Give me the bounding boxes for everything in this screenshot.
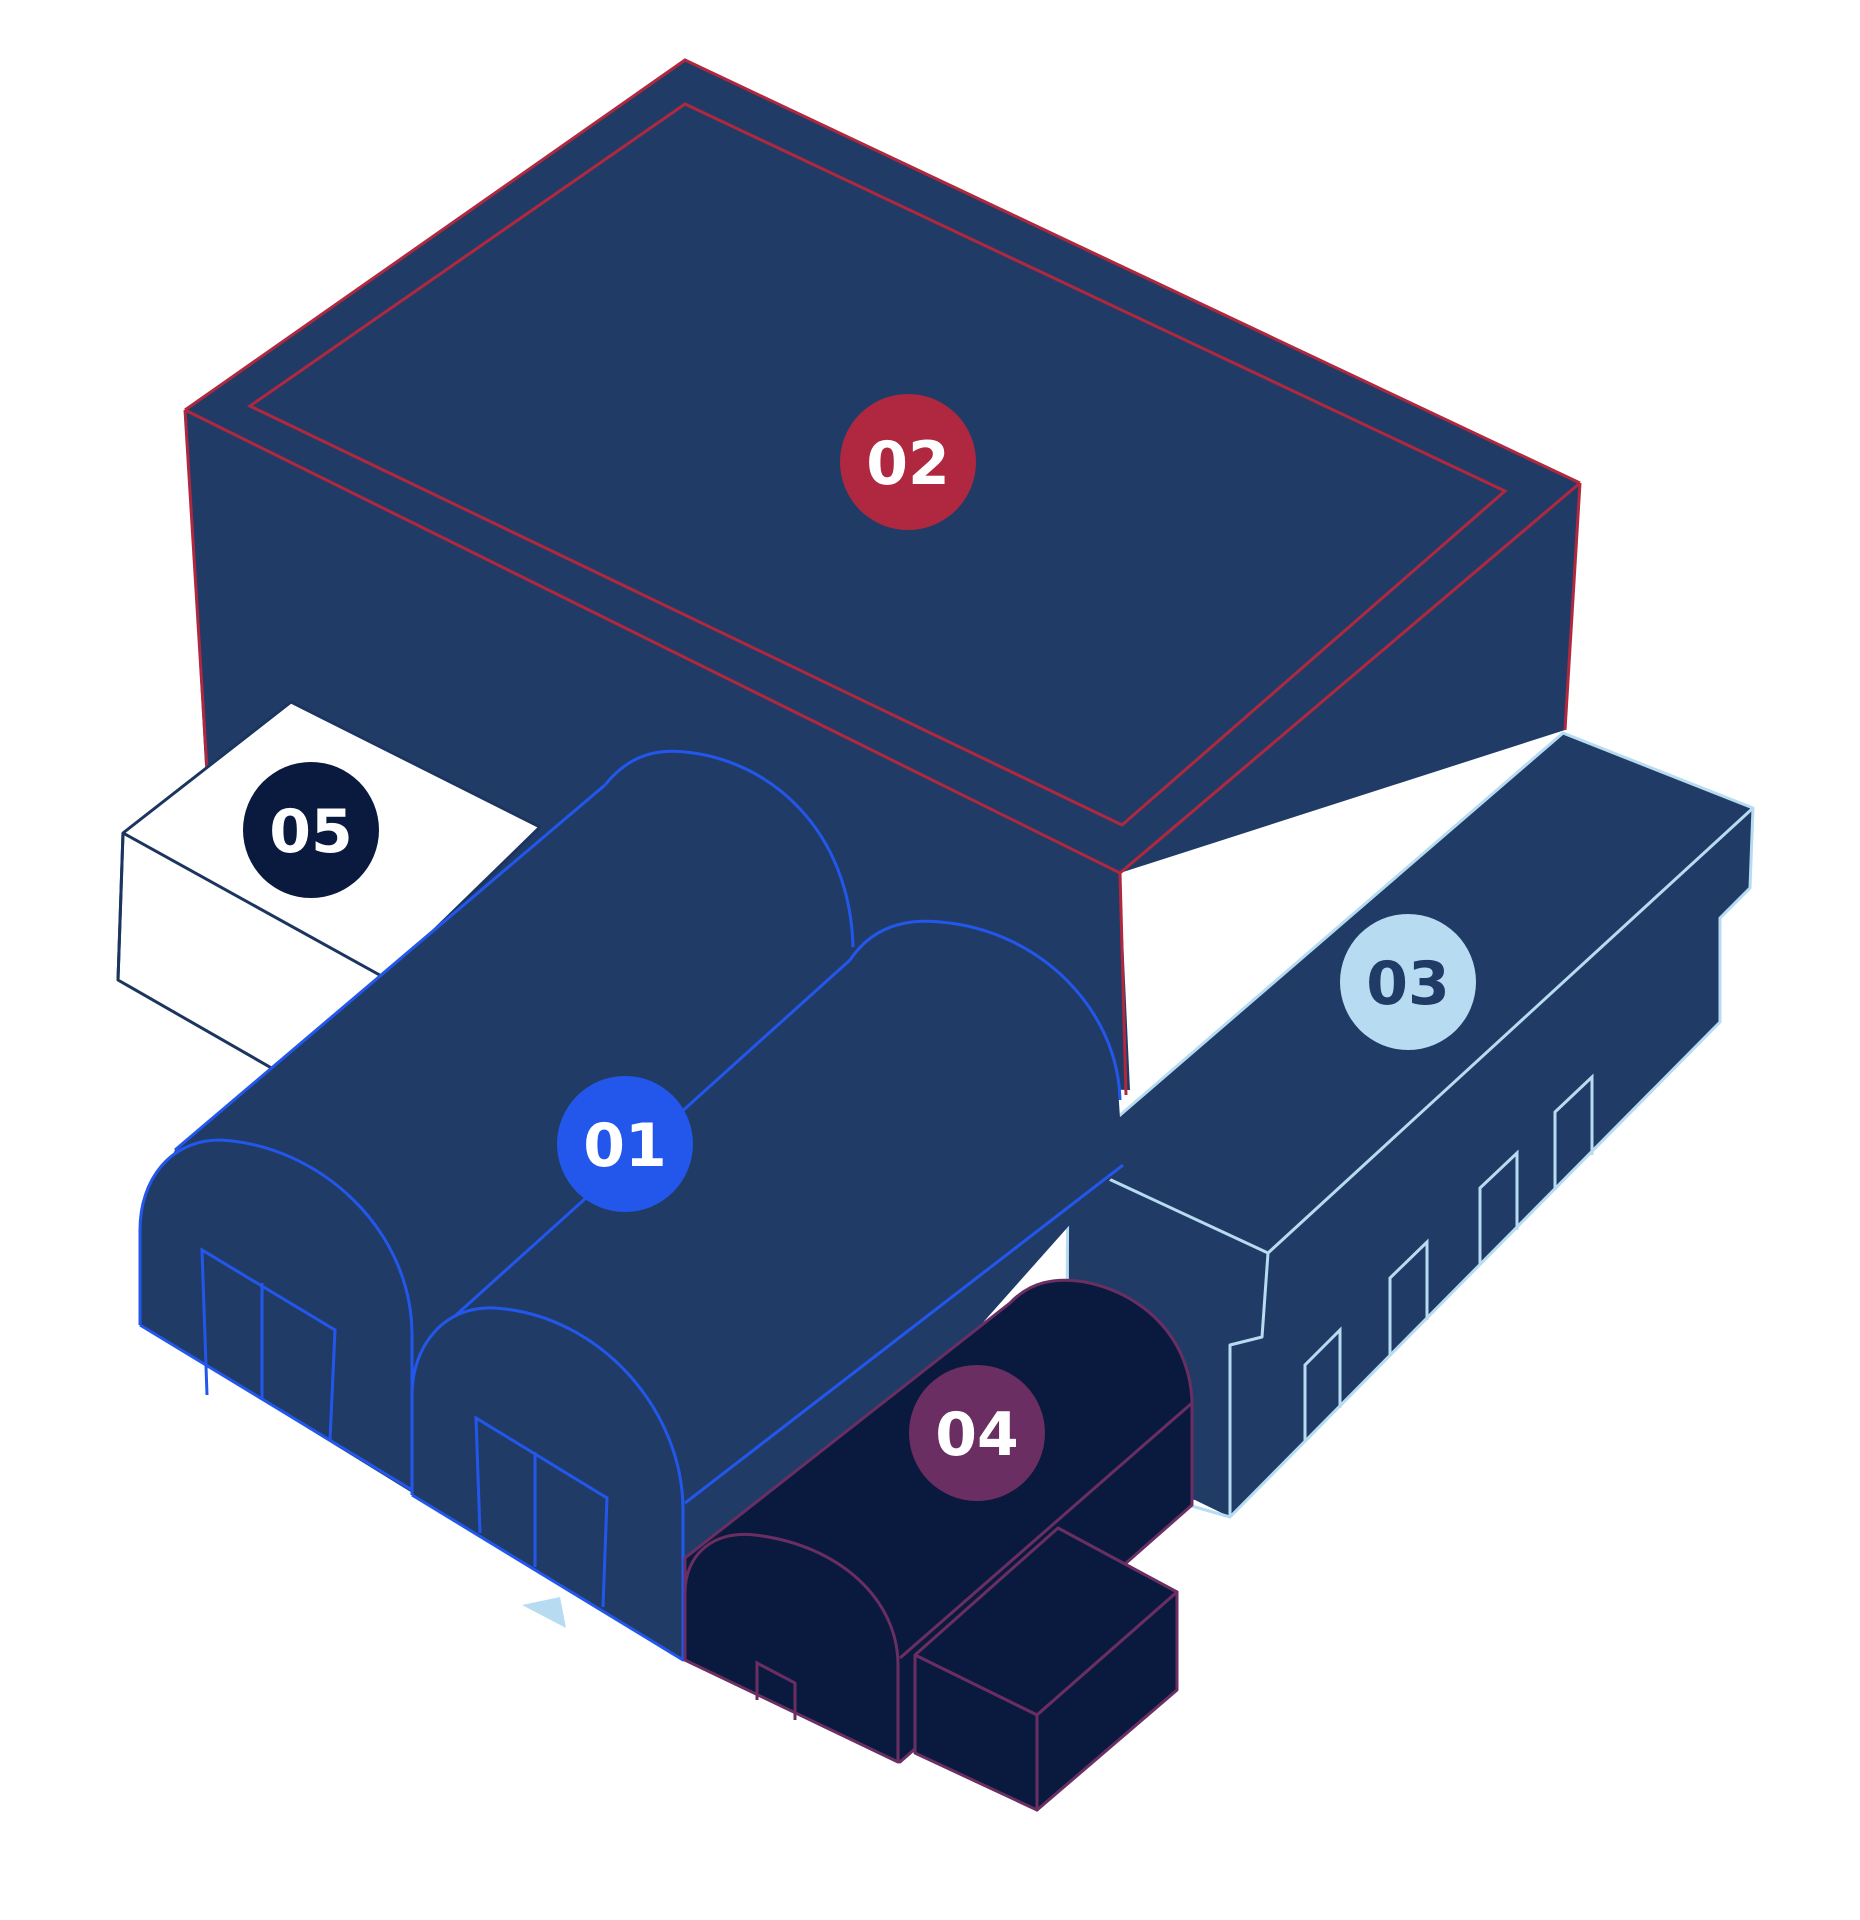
marker-04-label: 04 [935,1400,1019,1470]
building-01-ridge-left [174,783,606,1152]
building-03-door-3 [1478,1149,1519,1265]
building-04-ridge [899,1401,1193,1660]
building-03-door-2 [1388,1238,1429,1355]
building-02-left-wall-edge [183,409,209,771]
building-04-front-arch [683,1532,900,1764]
building-03[interactable] [1064,731,1755,1519]
marker-01-label: 01 [583,1111,667,1181]
entrance-arrow-icon [522,1597,566,1628]
building-05-roof-edge [122,831,386,980]
building-01-door-left [200,1247,337,1441]
building-01-front-arch-left [138,1138,414,1492]
marker-01[interactable]: 01 [557,1076,693,1212]
building-02-corner-edge [1118,872,1128,1096]
marker-02-badge [840,394,976,530]
marker-03-label: 03 [1366,949,1450,1019]
marker-03[interactable]: 03 [1340,914,1476,1050]
building-04-box-side [1035,1590,1179,1812]
building-03-door-4 [1553,1073,1594,1190]
building-04-door [755,1660,797,1720]
building-03-body [1068,733,1753,1517]
building-01-arch-back-right [848,919,1122,1101]
building-02-roof-edge [184,58,1581,485]
marker-04-badge [909,1365,1045,1501]
marker-02-label: 02 [866,429,950,499]
marker-05[interactable]: 05 [243,762,379,898]
marker-05-badge [243,762,379,898]
building-02-right-wall-edge [1563,482,1582,731]
building-01-front-arch-right [410,1306,685,1662]
building-03-door-1 [1303,1326,1342,1442]
building-01-ridge-right [684,1163,1124,1505]
building-01-arch-back-left [603,749,855,948]
marker-01-badge [557,1076,693,1212]
marker-04[interactable]: 04 [909,1365,1045,1501]
building-01-door-right [474,1415,609,1608]
marker-03-badge [1340,914,1476,1050]
marker-05-label: 05 [269,797,353,867]
building-02-parapet [247,102,1508,827]
marker-02[interactable]: 02 [840,394,976,530]
building-04[interactable] [683,1278,1194,1812]
building-05-corner-edge [116,832,125,981]
building-03-side-wall [1228,807,1755,1519]
